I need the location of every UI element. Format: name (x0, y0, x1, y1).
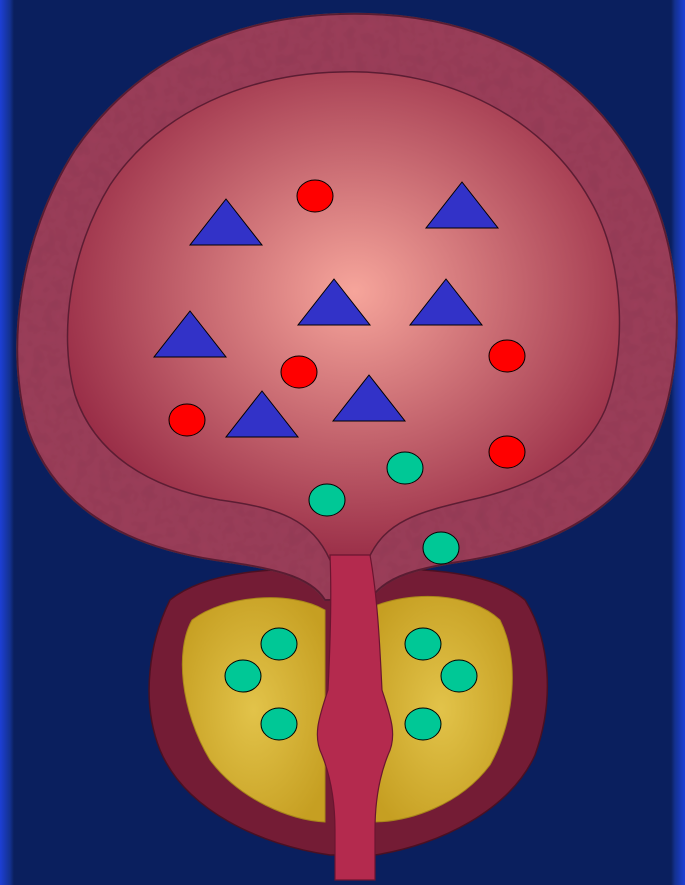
green-circle-marker (261, 628, 297, 660)
green-circle-marker (309, 484, 345, 516)
red-circle-marker (297, 180, 333, 212)
green-circle-marker (405, 628, 441, 660)
red-circle-marker (281, 356, 317, 388)
green-circle-marker (405, 708, 441, 740)
green-circle-marker (423, 532, 459, 564)
red-circle-marker (489, 436, 525, 468)
green-circle-marker (261, 708, 297, 740)
green-circle-marker (441, 660, 477, 692)
red-circle-marker (169, 404, 205, 436)
green-circle-marker (225, 660, 261, 692)
green-circle-marker (387, 452, 423, 484)
red-circle-marker (489, 340, 525, 372)
